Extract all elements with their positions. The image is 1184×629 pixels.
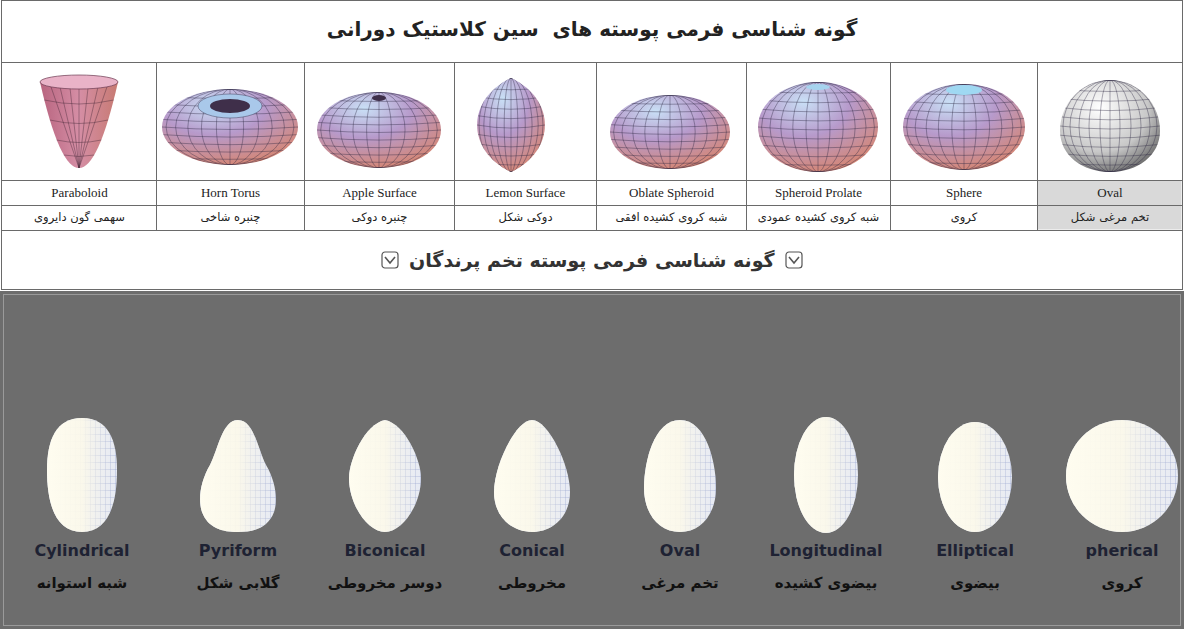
shape-cell: Lemon Surfaceدوکی شکل bbox=[455, 181, 596, 230]
persian-name: گلابی شکل bbox=[165, 566, 311, 600]
egg-label: Conicalمخروطی bbox=[459, 536, 605, 608]
english-name: Cylindrical bbox=[9, 536, 155, 566]
persian-name: بیضوی bbox=[902, 566, 1048, 600]
english-name: pherical bbox=[1049, 536, 1184, 566]
shape-cell: Paraboloidسهمی گون دایروی bbox=[3, 181, 156, 230]
egg-label: Ellipticalبیضوی bbox=[902, 536, 1048, 608]
paraboloid-figure bbox=[40, 75, 118, 168]
english-name: Elliptical bbox=[902, 536, 1048, 566]
lemon-surface-figure bbox=[477, 78, 545, 172]
prolate-spheroid-figure bbox=[758, 82, 878, 172]
english-name: Apple Surface bbox=[305, 181, 454, 205]
egg-label: Ovalتخم مرغی bbox=[607, 536, 753, 608]
persian-name: کروی bbox=[1049, 566, 1184, 600]
shape-cell: Ovalتخم مرغی شکل bbox=[1038, 181, 1182, 230]
persian-name: کروی bbox=[891, 205, 1037, 230]
english-name: Biconical bbox=[312, 536, 458, 566]
egg-label: Biconicalدوسر مخروطی bbox=[312, 536, 458, 608]
english-name: Oval bbox=[607, 536, 753, 566]
egg-label: Cylindricalشبه استوانه bbox=[9, 536, 155, 608]
english-name: Spheroid Prolate bbox=[747, 181, 890, 205]
egg-label: phericalکروی bbox=[1049, 536, 1184, 608]
horn-torus-figure bbox=[162, 89, 298, 165]
persian-name: تخم مرغی bbox=[607, 566, 753, 600]
shape-cell: Sphereکروی bbox=[891, 181, 1037, 230]
egg-figures bbox=[47, 417, 1178, 533]
persian-name: شبه کروی کشیده افقی bbox=[597, 205, 746, 230]
shape-cell: Oblate Spheroidشبه کروی کشیده افقی bbox=[597, 181, 746, 230]
english-name: Lemon Surface bbox=[455, 181, 596, 205]
persian-name: مخروطی bbox=[459, 566, 605, 600]
persian-name: شبه کروی کشیده عمودی bbox=[747, 205, 890, 230]
sphere-figure bbox=[903, 84, 1025, 170]
oval-figure bbox=[1060, 80, 1160, 172]
english-name: Sphere bbox=[891, 181, 1037, 205]
egg-label: Longitudinalبیضوی کشیده bbox=[753, 536, 899, 608]
english-name: Oblate Spheroid bbox=[597, 181, 746, 205]
persian-name: چنبره شاخی bbox=[157, 205, 304, 230]
shape-cell: Horn Torusچنبره شاخی bbox=[157, 181, 304, 230]
persian-name: شبه استوانه bbox=[9, 566, 155, 600]
persian-name: سهمی گون دایروی bbox=[3, 205, 156, 230]
apple-surface-figure bbox=[317, 92, 441, 168]
persian-name: چنبره دوکی bbox=[305, 205, 454, 230]
persian-name: تخم مرغی شکل bbox=[1038, 205, 1182, 230]
english-name: Longitudinal bbox=[753, 536, 899, 566]
english-name: Horn Torus bbox=[157, 181, 304, 205]
english-name: Paraboloid bbox=[3, 181, 156, 205]
persian-name: دوسر مخروطی bbox=[312, 566, 458, 600]
english-name: Oval bbox=[1038, 181, 1182, 205]
persian-name: دوکی شکل bbox=[455, 205, 596, 230]
chevron-icon bbox=[381, 251, 399, 269]
shape-cell: Spheroid Prolateشبه کروی کشیده عمودی bbox=[747, 181, 890, 230]
chevron-icon bbox=[785, 251, 803, 269]
egg-label: Pyriformگلابی شکل bbox=[165, 536, 311, 608]
oblate-spheroid-figure bbox=[610, 95, 730, 169]
persian-name: بیضوی کشیده bbox=[753, 566, 899, 600]
shape-cell: Apple Surfaceچنبره دوکی bbox=[305, 181, 454, 230]
section-heading: گونه شناسی فرمی پوسته تخم پرندگان bbox=[409, 245, 775, 275]
table-grid bbox=[2, 1, 1183, 290]
egg-panel bbox=[0, 291, 1184, 629]
title: گونه شناسی فرمی پوسته های سین کلاستیک دو… bbox=[10, 14, 1174, 44]
english-name: Conical bbox=[459, 536, 605, 566]
english-name: Pyriform bbox=[165, 536, 311, 566]
